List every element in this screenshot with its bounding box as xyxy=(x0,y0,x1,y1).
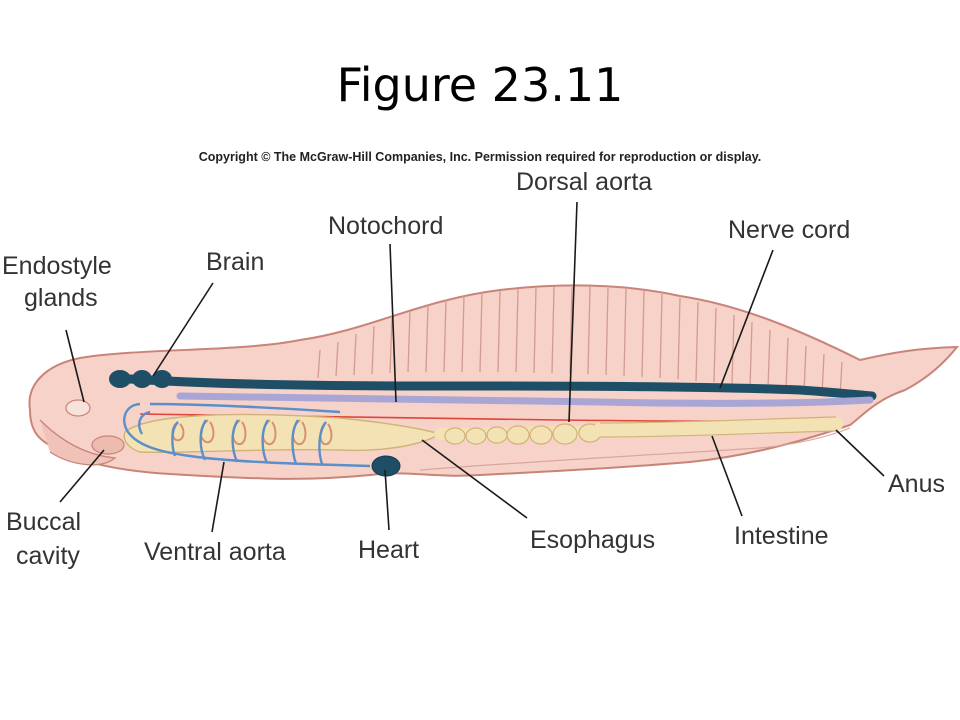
ventral-aorta-vessels xyxy=(123,402,371,468)
slide-title: Figure 23.11 xyxy=(336,58,624,112)
leader-buccal xyxy=(59,449,105,503)
label-anus: Anus xyxy=(888,470,945,498)
intestine-outline xyxy=(599,416,837,438)
notochord xyxy=(176,392,874,407)
label-endostyle-line2: glands xyxy=(24,284,98,312)
endostyle-gland-shape xyxy=(65,399,91,417)
ventral-fold xyxy=(419,427,851,471)
label-heart: Heart xyxy=(358,536,419,564)
buccal-shape xyxy=(91,435,125,455)
label-dorsal-aorta: Dorsal aorta xyxy=(516,168,652,196)
oral-hood xyxy=(39,419,117,466)
leader-intestine xyxy=(711,435,743,517)
dorsal-fin-rays xyxy=(317,286,843,397)
copyright-notice: Copyright © The McGraw-Hill Companies, I… xyxy=(198,150,762,164)
intestine-tube xyxy=(593,417,843,437)
leader-endostyle xyxy=(65,329,85,403)
brain xyxy=(109,370,172,388)
leader-ventral-aorta xyxy=(211,461,225,533)
label-buccal-line1: Buccal xyxy=(6,508,81,536)
leader-brain xyxy=(152,282,214,377)
label-intestine: Intestine xyxy=(734,522,829,550)
labels: Dorsal aorta Notochord Nerve cord Endost… xyxy=(2,168,945,570)
esophagus-segments xyxy=(444,423,602,445)
leader-nerve-cord xyxy=(719,249,774,389)
nerve-cord xyxy=(110,373,877,401)
leader-anus xyxy=(835,429,885,477)
leader-notochord xyxy=(389,243,397,403)
label-ventral-aorta: Ventral aorta xyxy=(144,538,286,566)
label-nerve-cord: Nerve cord xyxy=(728,216,850,244)
leader-lines xyxy=(59,201,885,533)
label-brain: Brain xyxy=(206,248,264,276)
label-esophagus: Esophagus xyxy=(530,526,655,554)
label-buccal-line2: cavity xyxy=(16,542,80,570)
label-notochord: Notochord xyxy=(328,212,443,240)
leader-esophagus xyxy=(421,439,528,519)
label-endostyle-line1: Endostyle xyxy=(2,252,112,280)
leader-heart xyxy=(384,469,390,531)
leader-dorsal-aorta xyxy=(568,201,578,423)
